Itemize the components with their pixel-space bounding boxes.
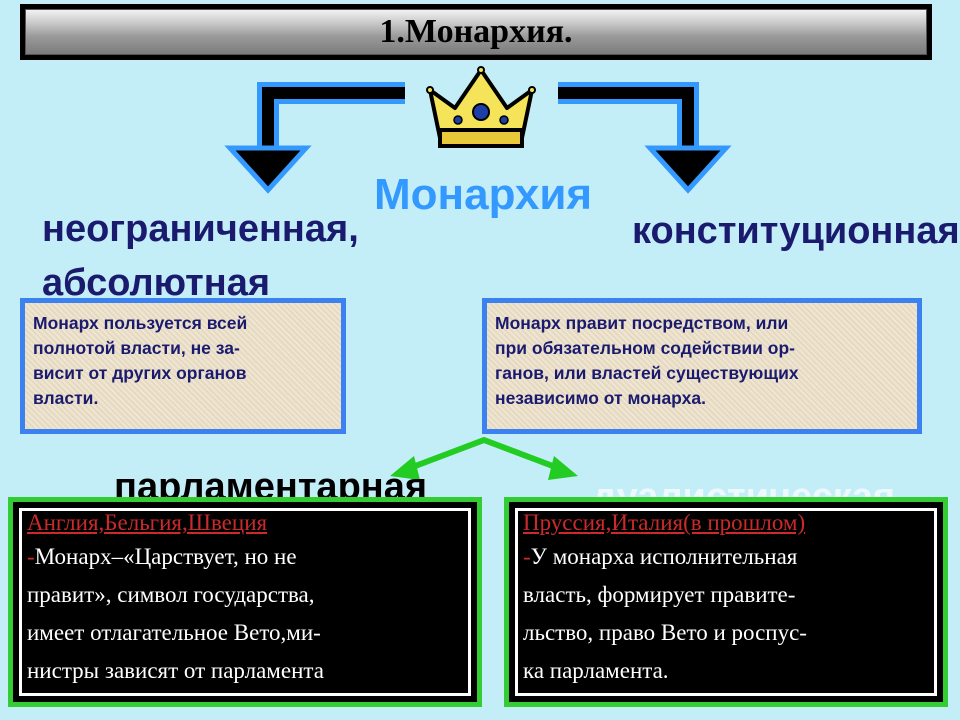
example-heading: Англия,Бельгия,Швеция [27,510,268,535]
example-line: ка парламента. [523,658,669,683]
definition-line: власти. [33,388,99,408]
example-line: власть, формирует правите- [523,582,796,607]
branch-constitutional-title: конституционная [632,210,960,252]
example-body: -У монарха исполнительная власть, формир… [523,538,935,690]
example-dualistic-box: Пруссия,Италия(в прошлом) -У монарха исп… [504,497,948,707]
example-line: льство, право Вето и роспус- [523,620,807,645]
definition-line: Монарх пользуется всей [33,313,248,333]
definition-line: Монарх правит посредством, или [495,313,789,333]
branch-absolute-title: неограниченная, абсолютная [42,202,359,310]
title-bar: 1.Монархия. [20,4,932,60]
example-line: У монарха исполнительная [530,544,798,569]
example-body: -Монарх–«Царствует, но не правит», симво… [27,538,469,690]
arrow-down-left-icon [224,82,405,194]
page-title: 1.Монархия. [379,13,573,50]
example-line: правит», символ государства, [27,582,315,607]
definition-line: висит от других органов [33,363,247,383]
double-arrow-icon [390,437,578,480]
definition-line: ганов, или властей существующих [495,363,799,383]
example-line: имеет отлагательное Вето,ми- [27,620,321,645]
branch-absolute-line1: неограниченная, [42,208,359,250]
definition-line: независимо от монарха. [495,388,706,408]
example-line: Монарх–«Царствует, но не [34,544,297,569]
crown-icon [426,66,536,148]
definition-constitutional-box: Монарх правит посредством, или при обяза… [482,298,922,434]
title-bar-inner: 1.Монархия. [25,9,927,55]
arrow-down-right-icon [558,82,732,194]
example-dash: - [523,544,531,569]
definition-line: полнотой власти, не за- [33,338,240,358]
center-title: Монархия [374,170,593,219]
definition-absolute-box: Монарх пользуется всей полнотой власти, … [20,298,346,434]
example-dash: - [27,544,35,569]
example-line: нистры зависят от парламента [27,658,324,683]
example-parliamentary-box: Англия,Бельгия,Швеция -Монарх–«Царствует… [8,497,482,707]
definition-line: при обязательном содействии ор- [495,338,796,358]
example-heading: Пруссия,Италия(в прошлом) [523,510,806,535]
branch-absolute-line2: абсолютная [42,262,271,304]
